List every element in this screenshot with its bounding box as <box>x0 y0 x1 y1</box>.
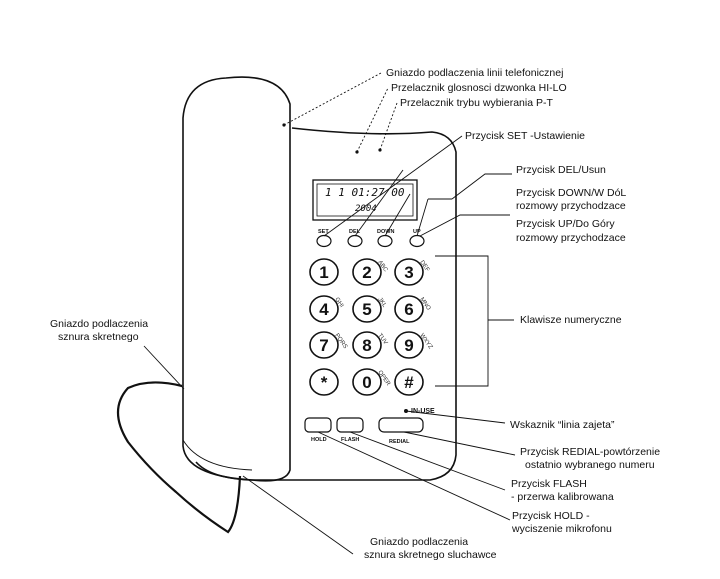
key-digit: # <box>404 373 414 392</box>
label-down-button-1: Przycisk DOWN/W DóL <box>516 187 626 199</box>
label-dial-mode-switch: Przelacznik trybu wybierania P-T <box>400 97 553 109</box>
del-button-label: DEL <box>349 229 361 235</box>
handset-outline <box>182 76 291 482</box>
in-use-label: IN-USE <box>411 408 435 415</box>
fn-button-del[interactable]: DEL <box>347 229 363 248</box>
labels: Gniazdo podlaczenia linii telefonicznej … <box>50 67 660 561</box>
key-letters: JKL <box>376 297 387 309</box>
flash-button[interactable]: FLASH <box>336 417 364 443</box>
label-del-button: Przycisk DEL/Usun <box>516 164 606 176</box>
key-3[interactable]: 3 DEF <box>394 258 430 286</box>
hold-button-label: HOLD <box>311 437 327 443</box>
key-hash[interactable]: # <box>394 368 424 396</box>
label-keypad: Klawisze numeryczne <box>520 314 622 326</box>
label-flash-1: Przycisk FLASH <box>511 478 587 490</box>
key-1[interactable]: 1 <box>309 258 339 286</box>
key-4[interactable]: 4 GHI <box>309 295 345 323</box>
leader-lines <box>143 72 516 555</box>
fn-button-set[interactable]: SET <box>316 229 332 248</box>
label-set-button: Przycisk SET -Ustawienie <box>465 130 585 142</box>
label-redial-1: Przycisk REDIAL-powtórzenie <box>520 446 660 458</box>
coiled-cord <box>116 381 242 534</box>
key-digit: * <box>321 373 328 392</box>
redial-button-label: REDIAL <box>389 439 410 445</box>
lcd-line-2: 2004 <box>355 204 377 214</box>
label-in-use: Wskaznik “linia zajeta” <box>510 419 615 431</box>
label-handset-cord-1: Gniazdo podlaczenia <box>370 536 468 548</box>
key-digit: 8 <box>362 336 371 355</box>
key-digit: 5 <box>362 300 371 319</box>
key-5[interactable]: 5 JKL <box>352 295 388 323</box>
key-8[interactable]: 8 TUV <box>352 331 388 359</box>
key-digit: 2 <box>362 263 371 282</box>
fn-button-down[interactable]: DOWN <box>377 229 394 248</box>
up-button-label: UP <box>413 229 421 235</box>
label-up-button-1: Przycisk UP/Do Góry <box>516 218 615 230</box>
label-hold-2: wyciszenie mikrofonu <box>511 523 612 535</box>
label-up-button-2: rozmowy przychodzace <box>516 232 626 244</box>
key-digit: 1 <box>319 263 328 282</box>
key-digit: 4 <box>319 300 329 319</box>
key-digit: 9 <box>404 336 413 355</box>
down-button-label: DOWN <box>377 229 394 235</box>
hold-button[interactable]: HOLD <box>304 417 332 443</box>
label-flash-2: - przerwa kalibrowana <box>511 491 614 503</box>
label-line-socket: Gniazdo podlaczenia linii telefonicznej <box>386 67 563 79</box>
label-handset-cord-2: sznura skretnego sluchawce <box>364 549 497 561</box>
label-base-cord-2: sznura skretnego <box>58 331 139 343</box>
key-digit: 6 <box>404 300 413 319</box>
key-star[interactable]: * <box>309 368 339 396</box>
label-hold-1: Przycisk HOLD - <box>512 510 590 522</box>
set-button-label: SET <box>318 229 329 235</box>
lcd-line-1: 1 1 01:27 00 <box>325 186 405 199</box>
key-letters: GHI <box>333 297 344 309</box>
key-digit: 3 <box>404 263 413 282</box>
key-digit: 7 <box>319 336 328 355</box>
label-ringer-switch: Przelacznik glosnosci dzwonka HI-LO <box>391 82 567 94</box>
key-digit: 0 <box>362 373 371 392</box>
label-redial-2: ostatnio wybranego numeru <box>525 459 655 471</box>
fn-button-up[interactable]: UP <box>409 229 425 248</box>
redial-button[interactable]: REDIAL <box>378 417 424 445</box>
key-letters: TUV <box>376 333 388 346</box>
key-letters: DEF <box>418 260 430 274</box>
label-down-button-2: rozmowy przychodzace <box>516 200 626 212</box>
handset-inner-line <box>182 439 253 471</box>
label-base-cord-1: Gniazdo podlaczenia <box>50 318 148 330</box>
lcd-display <box>312 179 418 221</box>
flash-button-label: FLASH <box>341 437 359 443</box>
